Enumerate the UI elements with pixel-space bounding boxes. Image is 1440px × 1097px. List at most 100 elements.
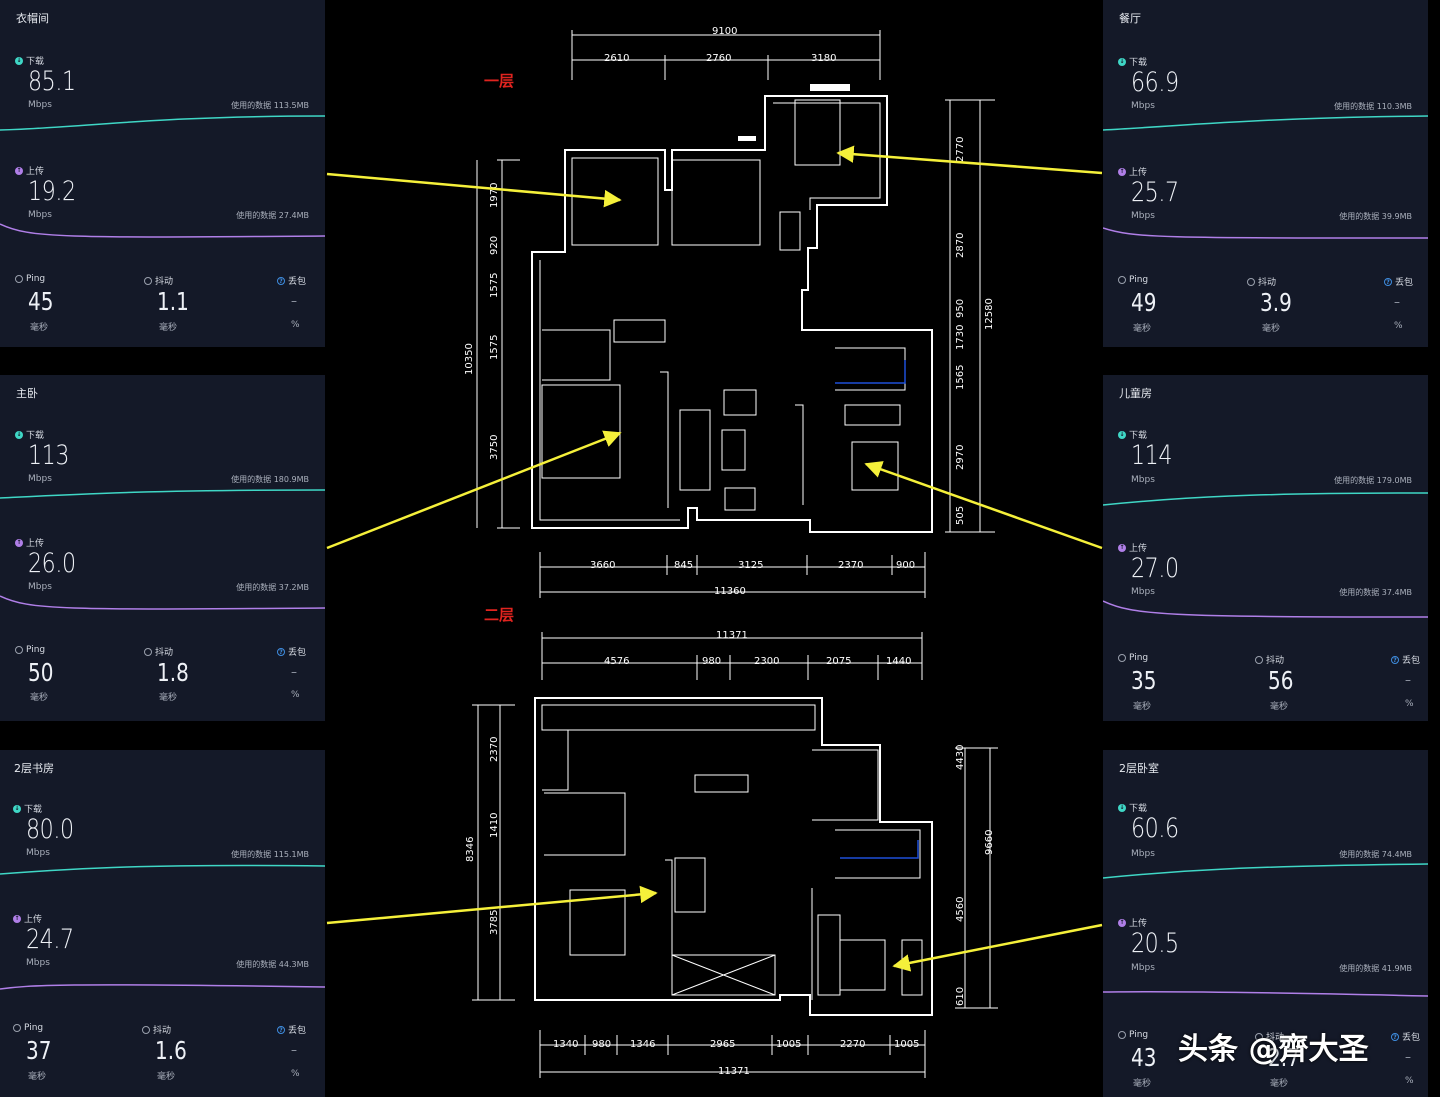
dim-text: 505 [955, 506, 966, 525]
download-label: ↓下载 [1118, 803, 1148, 814]
dim-text: 2270 [840, 1039, 865, 1050]
download-label: ↓下载 [1118, 430, 1148, 441]
download-label: ↓下载 [1118, 57, 1148, 68]
ping-unit: 毫秒 [30, 323, 49, 333]
loss-icon: ? [1391, 1032, 1399, 1041]
upload-wave [0, 984, 325, 990]
download-value: 85.1 [28, 66, 76, 97]
upload-icon: ↑ [15, 538, 23, 547]
speedtest-panel-bedroom-2f: 2层卧室 ↓下载 60.6 Mbps 使用的数据 74.4MB ↑上传 20.5… [1103, 750, 1428, 1097]
dim-text: 2370 [838, 560, 863, 571]
loss-unit: % [291, 320, 300, 330]
dim-text: 980 [702, 656, 721, 667]
arrow-study [326, 885, 658, 925]
upload-label: ↑上传 [1118, 543, 1148, 554]
ping-label: Ping [1118, 275, 1148, 285]
dim-text: 9660 [984, 830, 995, 855]
download-data-used: 使用的数据 180.9MB [231, 475, 309, 484]
arrow-dining [836, 145, 1103, 175]
loss-icon: ? [277, 1025, 285, 1034]
speedtest-panel-dining: 餐厅 ↓下载 66.9 Mbps 使用的数据 110.3MB ↑上传 25.7 … [1103, 0, 1428, 347]
jitter-unit: 毫秒 [159, 323, 178, 333]
loss-unit: % [291, 690, 300, 700]
ping-value: 49 [1131, 288, 1157, 317]
jitter-value: 1.6 [155, 1036, 187, 1065]
dim-text: 980 [592, 1039, 611, 1050]
jitter-unit: 毫秒 [157, 1072, 176, 1082]
jitter-icon [1255, 655, 1263, 664]
jitter-unit: 毫秒 [159, 693, 178, 703]
upload-unit: Mbps [28, 582, 52, 592]
upload-value: 24.7 [26, 924, 74, 955]
ping-unit: 毫秒 [28, 1072, 47, 1082]
dim-text: 2370 [489, 737, 500, 762]
download-wave [0, 115, 325, 131]
jitter-value: 56 [1268, 666, 1294, 695]
dim-text: 8346 [465, 837, 476, 862]
ping-icon [15, 275, 23, 283]
dim-text: 1565 [955, 365, 966, 390]
loss-unit: % [1394, 321, 1403, 331]
download-label: ↓下载 [15, 56, 45, 67]
ping-unit: 毫秒 [30, 693, 49, 703]
dim-text: 2970 [955, 445, 966, 470]
dim-text: 1440 [886, 656, 911, 667]
download-wave [0, 489, 325, 499]
dim-text: 1005 [894, 1039, 919, 1050]
dim-text: 2300 [754, 656, 779, 667]
upload-label: ↑上传 [13, 914, 43, 925]
jitter-label: 抖动 [1255, 653, 1284, 666]
dim-text: 1410 [489, 813, 500, 838]
download-unit: Mbps [1131, 849, 1155, 859]
dim-text: 610 [955, 987, 966, 1006]
jitter-icon [144, 276, 152, 285]
download-icon: ↓ [15, 430, 23, 439]
download-wave [1103, 863, 1428, 879]
dim-text: 4560 [955, 897, 966, 922]
download-icon: ↓ [15, 56, 23, 65]
panel-title: 2层卧室 [1119, 762, 1159, 775]
dim-text: 900 [896, 560, 915, 571]
dim-text: 1970 [489, 183, 500, 208]
dim-text: 1346 [630, 1039, 655, 1050]
panel-title: 儿童房 [1119, 387, 1152, 400]
jitter-value: 1.8 [157, 658, 189, 687]
upload-icon: ↑ [1118, 167, 1126, 176]
loss-label: ?丢包 [1391, 1030, 1420, 1043]
loss-value: – [291, 1043, 297, 1057]
download-unit: Mbps [28, 100, 52, 110]
download-unit: Mbps [28, 474, 52, 484]
loss-label: ?丢包 [277, 274, 306, 287]
jitter-unit: 毫秒 [1270, 1079, 1289, 1089]
arrow-closet [326, 172, 622, 208]
ping-value: 43 [1131, 1043, 1157, 1072]
ping-label: Ping [1118, 653, 1148, 663]
download-value: 66.9 [1131, 67, 1179, 98]
upload-icon: ↑ [15, 166, 23, 175]
loss-icon: ? [1384, 277, 1392, 286]
download-data-used: 使用的数据 74.4MB [1339, 850, 1412, 859]
ping-icon [13, 1024, 21, 1032]
upload-value: 25.7 [1131, 177, 1179, 208]
download-data-used: 使用的数据 179.0MB [1334, 476, 1412, 485]
ping-label: Ping [1118, 1030, 1148, 1040]
upload-unit: Mbps [1131, 963, 1155, 973]
download-value: 113 [28, 440, 70, 471]
arrow-master-bedroom [326, 430, 622, 550]
upload-data-used: 使用的数据 44.3MB [236, 960, 309, 969]
download-data-used: 使用的数据 110.3MB [1334, 102, 1412, 111]
download-icon: ↓ [1118, 57, 1126, 66]
download-unit: Mbps [1131, 101, 1155, 111]
dim-text: 3785 [489, 910, 500, 935]
dim-text: 3180 [811, 53, 836, 64]
upload-label: ↑上传 [15, 538, 45, 549]
loss-icon: ? [1391, 655, 1399, 664]
dim-text: 3660 [590, 560, 615, 571]
dim-text: 2965 [710, 1039, 735, 1050]
download-unit: Mbps [1131, 475, 1155, 485]
loss-value: – [291, 665, 297, 679]
upload-value: 26.0 [28, 548, 76, 579]
watermark: 头条 @齊大圣 [1178, 1032, 1369, 1067]
dim-text: 845 [674, 560, 693, 571]
